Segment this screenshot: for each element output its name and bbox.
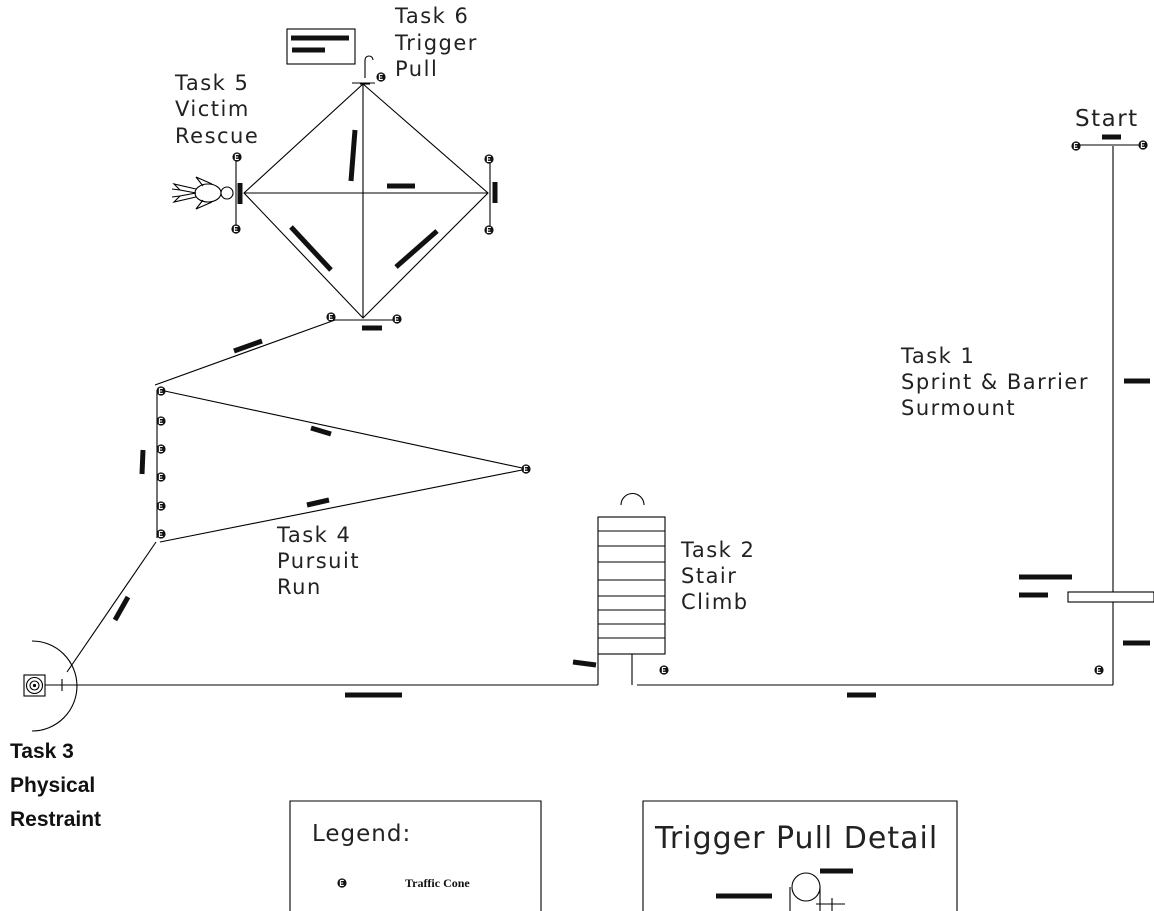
svg-text:Task 4: Task 4 [276,523,351,547]
svg-text:Task 1: Task 1 [900,344,975,368]
trigger-icon [286,28,374,85]
connector-to-diamond [154,319,336,386]
svg-text:Pursuit: Pursuit [277,549,360,573]
svg-text:Run: Run [277,575,322,599]
pursuit-lower-leg [159,468,528,543]
svg-text:Trigger: Trigger [394,31,478,55]
connector-to-pursuit [66,541,157,673]
task5-label: Task 5 Victim Rescue [174,71,259,148]
legend-title: Legend: [312,821,411,847]
start-label: Start [1075,106,1139,132]
restraint-arc [31,640,78,732]
svg-text:Task 3: Task 3 [10,740,74,763]
pursuit-upper-leg [159,389,528,470]
svg-text:Task 5: Task 5 [174,71,249,95]
legend-cone-label: Traffic Cone [405,876,470,890]
task3-label: Task 3 Physical Restraint [10,740,101,831]
barrier [1067,591,1154,603]
svg-text:Stair: Stair [681,564,737,588]
course-lines [62,82,1154,686]
task6-label: Task 6 Trigger Pull [394,4,478,81]
victim-dummy-icon [171,176,234,210]
trigger-detail-box: Trigger Pull Detail [642,800,958,911]
svg-text:Surmount: Surmount [901,396,1016,420]
stair-climb [597,493,666,685]
svg-text:Sprint & Barrier: Sprint & Barrier [901,370,1089,394]
legend-box: Legend: Traffic Cone [289,800,542,911]
task4-label: Task 4 Pursuit Run [276,523,360,599]
svg-text:Pull: Pull [395,57,438,81]
svg-text:Restraint: Restraint [10,808,101,831]
svg-text:Task 2: Task 2 [680,538,755,562]
svg-text:Task 6: Task 6 [394,4,469,28]
task2-label: Task 2 Stair Climb [680,538,755,614]
restraint-target-icon [23,640,78,732]
trigger-detail-title: Trigger Pull Detail [654,821,938,856]
stair-top-arch [620,493,645,506]
svg-text:Physical: Physical [10,774,95,797]
svg-text:Climb: Climb [681,590,749,614]
svg-text:Rescue: Rescue [175,124,259,148]
task1-label: Task 1 Sprint & Barrier Surmount [900,344,1089,420]
diamond-outline [243,83,489,319]
svg-text:Victim: Victim [175,97,250,121]
distance-markers [112,129,1150,698]
